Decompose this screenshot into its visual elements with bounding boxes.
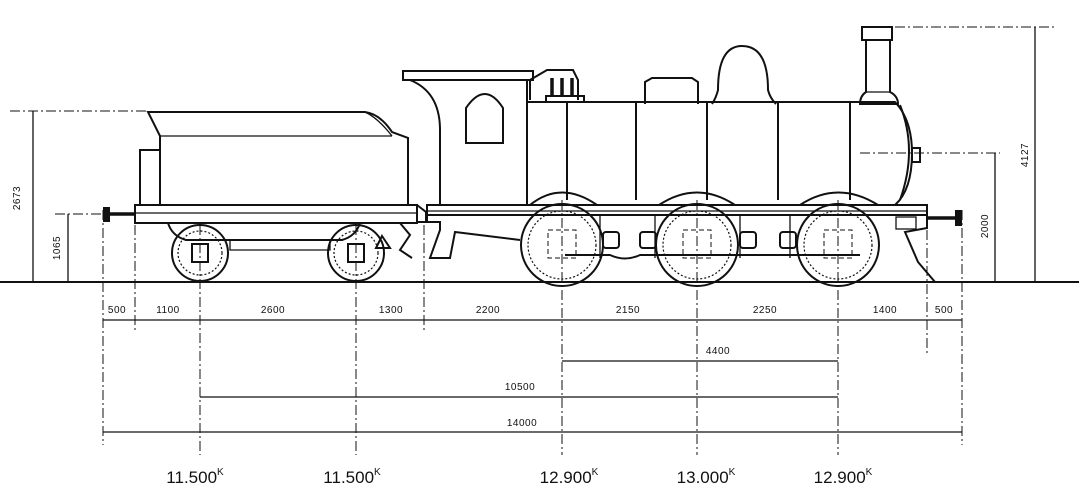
segment-label-5: 2200 — [476, 305, 500, 316]
tender-tank — [146, 111, 409, 206]
coupling-rod — [565, 254, 860, 260]
splasher-2 — [658, 191, 736, 206]
segment-label-4: 1300 — [379, 305, 403, 316]
tender — [103, 111, 427, 282]
cab-window — [465, 93, 504, 144]
segment-label-9: 500 — [935, 305, 953, 316]
sand-box — [644, 77, 699, 104]
segment-labels: 500 1100 2600 1300 2200 2150 2250 1400 5… — [108, 305, 953, 316]
segment-label-2: 1100 — [156, 305, 180, 316]
locomotive — [402, 26, 962, 287]
axle-load-5: 12.900K — [814, 467, 873, 487]
total-wheelbase-label: 10500 — [505, 382, 535, 393]
chimney-height-label: 4127 — [1020, 143, 1031, 167]
axle-load-2: 11.500K — [323, 467, 381, 487]
smokebox-door — [899, 104, 910, 201]
cab-rear — [409, 79, 441, 205]
segment-label-3: 2600 — [261, 305, 285, 316]
cab-roof — [402, 70, 534, 81]
tender-height-label: 2673 — [12, 186, 23, 210]
axle-load-3: 12.900K — [540, 467, 599, 487]
segment-label-7: 2250 — [753, 305, 777, 316]
running-board — [426, 204, 928, 216]
axle-load-1: 11.500K — [166, 467, 224, 487]
steam-dome — [711, 44, 777, 105]
chimney-cap — [861, 26, 893, 41]
boiler — [527, 101, 914, 206]
dimensions — [10, 26, 1055, 455]
loco-frame-rear — [426, 205, 521, 259]
buffer-beam — [895, 214, 936, 283]
length-label: 14000 — [507, 418, 537, 429]
buffer-height-label: 1065 — [52, 236, 63, 260]
splasher-1 — [529, 191, 598, 206]
segment-label-1: 500 — [108, 305, 126, 316]
tender-frame — [134, 204, 418, 224]
segment-label-6: 2150 — [616, 305, 640, 316]
chimney — [858, 40, 900, 105]
tender-toolbox — [139, 149, 161, 206]
segment-label-8: 1400 — [873, 305, 897, 316]
boiler-axis-label: 2000 — [980, 214, 991, 238]
safety-valve — [529, 69, 579, 100]
axle-load-4: 13.000K — [677, 467, 736, 487]
coupled-wheelbase-label: 4400 — [706, 346, 730, 357]
axle-loads: 11.500K 11.500K 12.900K 13.000K 12.900K — [166, 467, 872, 487]
splasher-3 — [799, 191, 879, 206]
